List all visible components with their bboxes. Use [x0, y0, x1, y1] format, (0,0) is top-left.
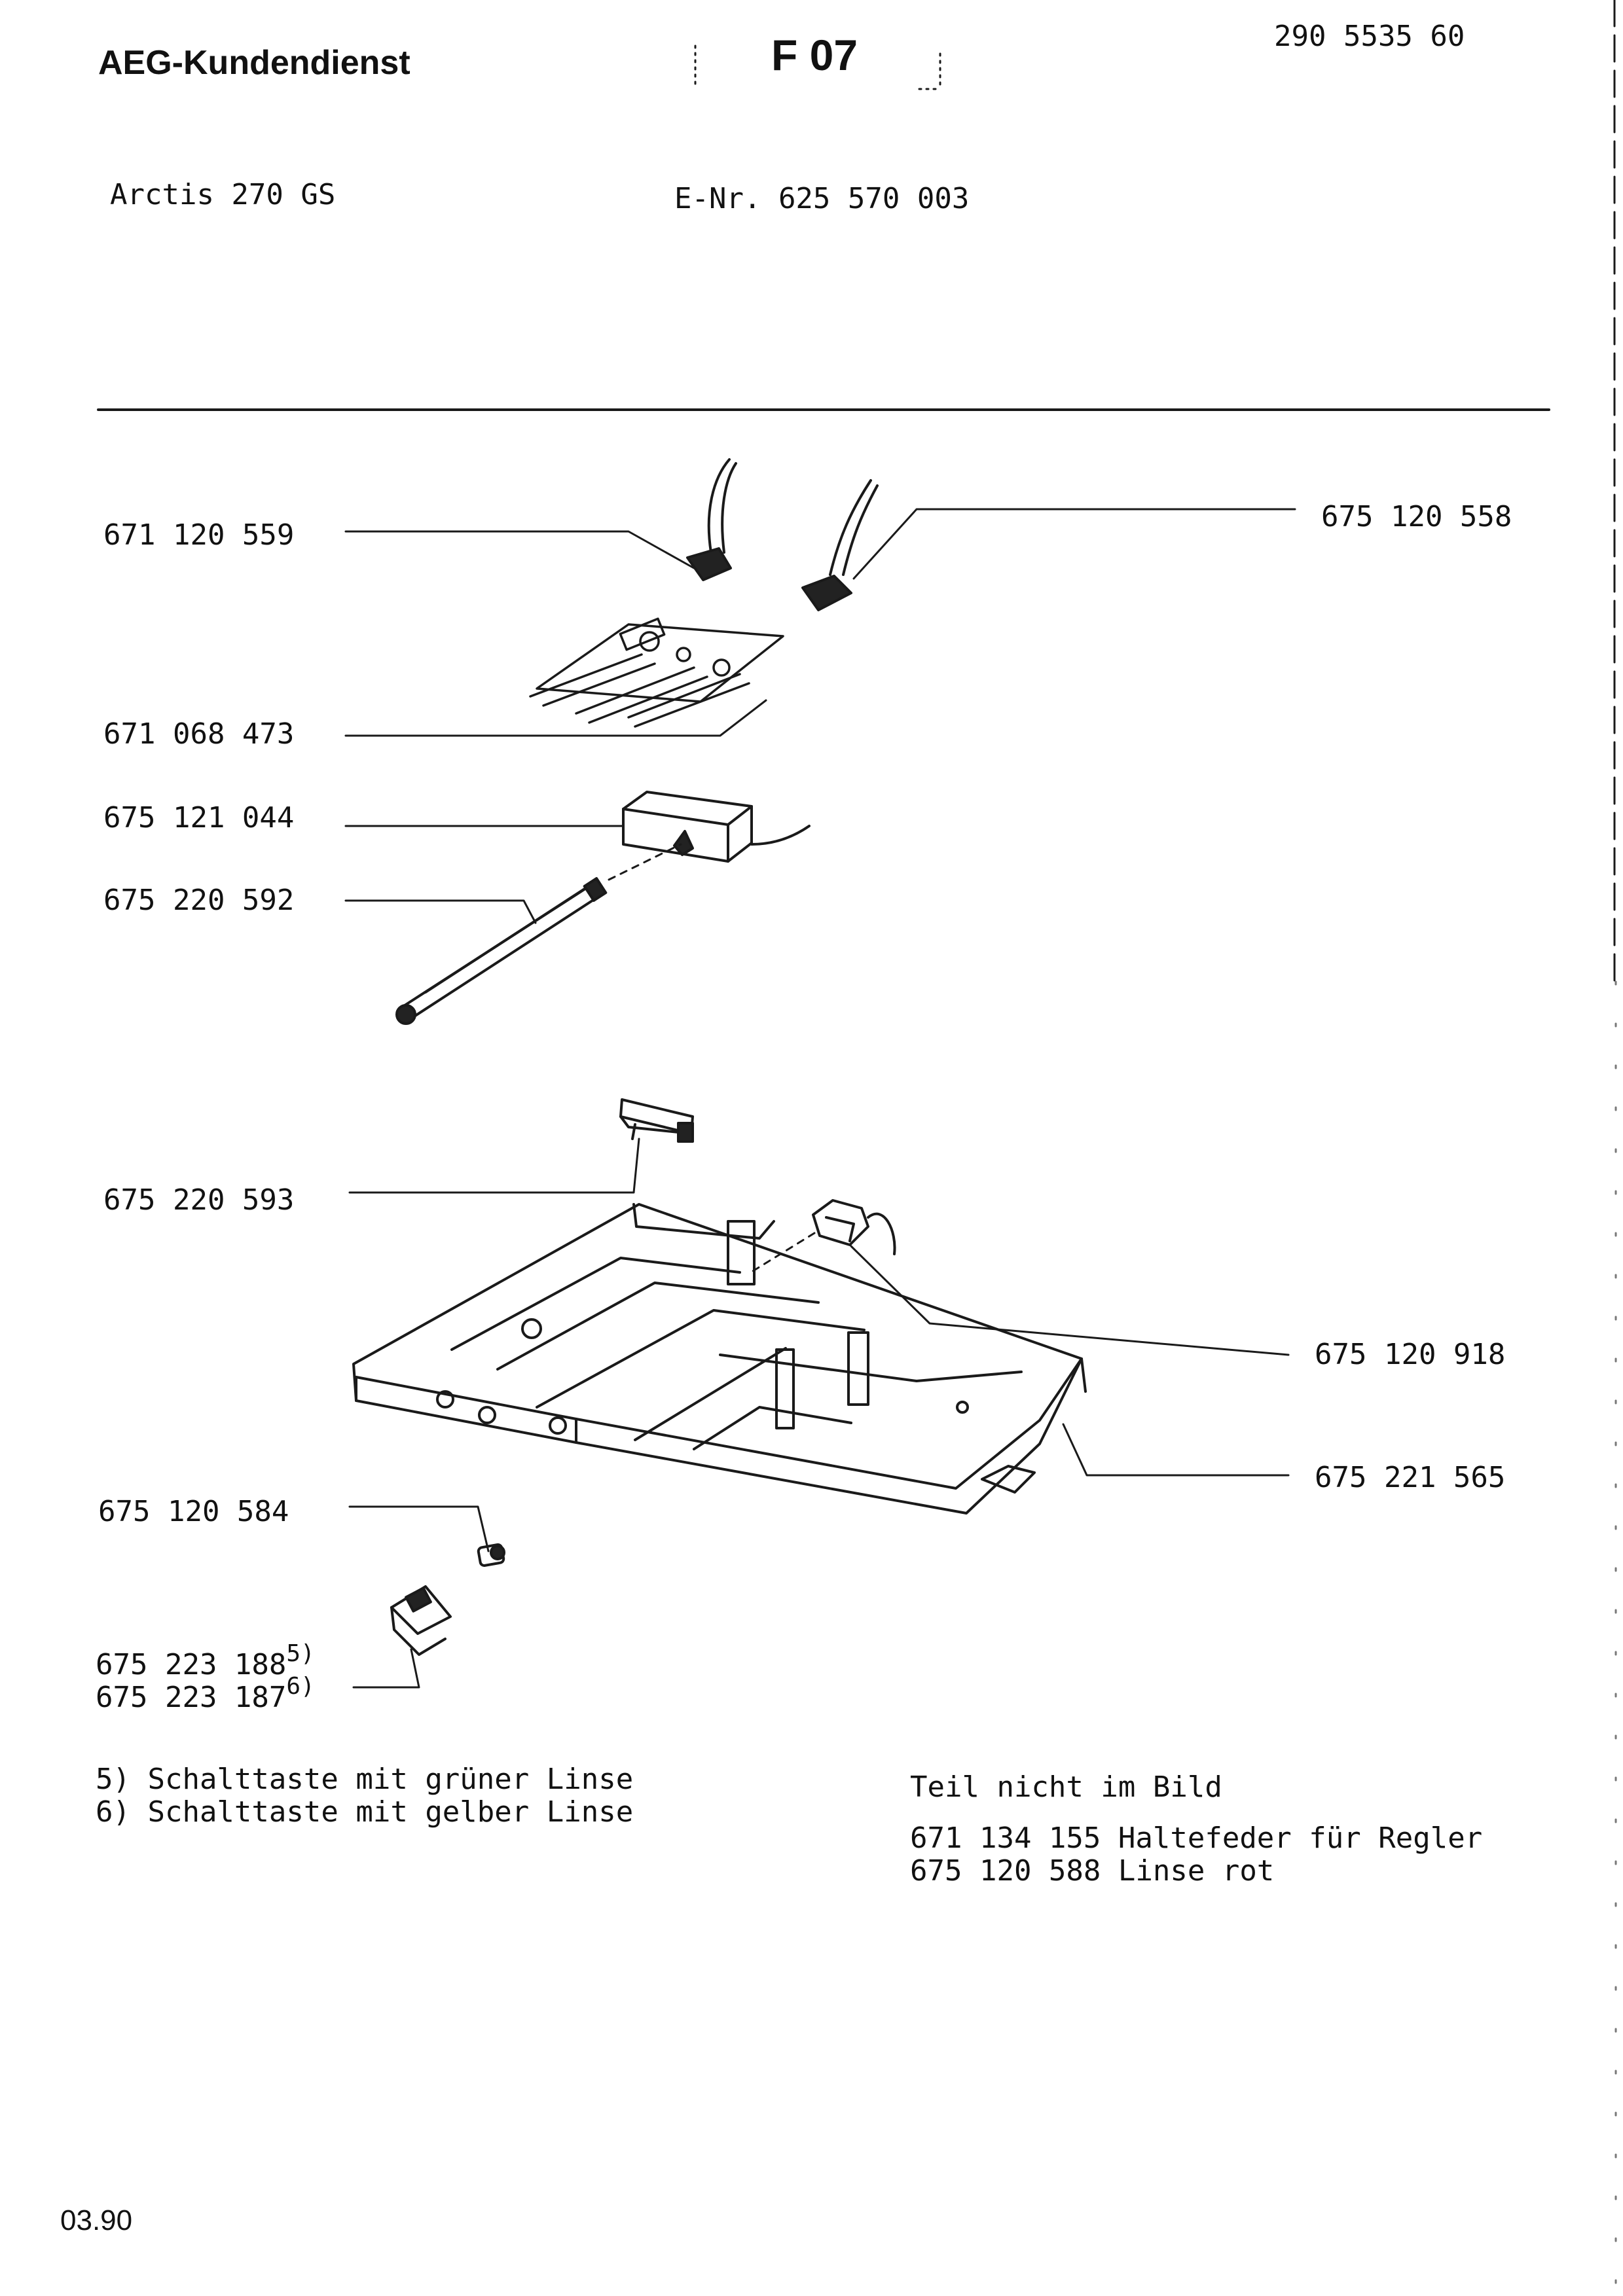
model-name: Arctis 270 GS: [110, 178, 336, 211]
header-separators: [694, 45, 941, 90]
part-label-675120584: 675 120 584: [98, 1495, 289, 1528]
switch-rod-icon: [395, 843, 682, 1025]
footnote-5: 5) Schalttaste mit grüner Linse: [96, 1763, 634, 1796]
e-number: E-Nr. 625 570 003: [674, 182, 970, 215]
part-label-675220592: 675 220 592: [103, 884, 295, 917]
terminal-board-icon: [529, 617, 784, 728]
leader-lines: [344, 508, 1296, 1689]
chassis-tray-icon: [352, 1203, 1087, 1515]
part-label-675223188: 675 223 1885): [96, 1640, 315, 1681]
right-margin-edge: [1613, 0, 1617, 2296]
footnote-ref: 6): [286, 1673, 315, 1700]
document-number: 290 5535 60: [1274, 20, 1465, 53]
part-number: 675 223 188: [96, 1648, 287, 1681]
cover-clip-icon: [619, 1098, 694, 1143]
part-number: 675 223 187: [96, 1681, 287, 1714]
part-label-671120559: 671 120 559: [103, 518, 295, 552]
not-shown-item: 671 134 155 Haltefeder für Regler: [910, 1821, 1483, 1855]
issue-date: 03.90: [60, 2204, 133, 2236]
connector-plug-icon: [686, 458, 737, 581]
brand-title: AEG-Kundendienst: [98, 44, 410, 82]
footnote-ref: 5): [286, 1640, 315, 1667]
part-label-675120558: 675 120 558: [1321, 500, 1512, 533]
part-label-675221565: 675 221 565: [1315, 1461, 1506, 1494]
part-label-675220593: 675 220 593: [103, 1183, 295, 1217]
not-shown-item: 675 120 588 Linse rot: [910, 1854, 1275, 1888]
part-label-671068473: 671 068 473: [103, 717, 295, 751]
part-label-675223187: 675 223 1876): [96, 1673, 315, 1714]
sheet-number: F 07: [771, 31, 858, 79]
part-label-675121044: 675 121 044: [103, 801, 295, 834]
pin-icon: [477, 1543, 505, 1567]
push-button-icon: [390, 1585, 452, 1656]
switch-housing-icon: [622, 791, 811, 863]
connector-plug-icon: [801, 479, 879, 611]
footnote-6: 6) Schalttaste mit gelber Linse: [96, 1795, 634, 1829]
lamp-holder-icon: [752, 1199, 896, 1272]
not-shown-title: Teil nicht im Bild: [910, 1770, 1222, 1804]
part-label-675120918: 675 120 918: [1315, 1338, 1506, 1371]
